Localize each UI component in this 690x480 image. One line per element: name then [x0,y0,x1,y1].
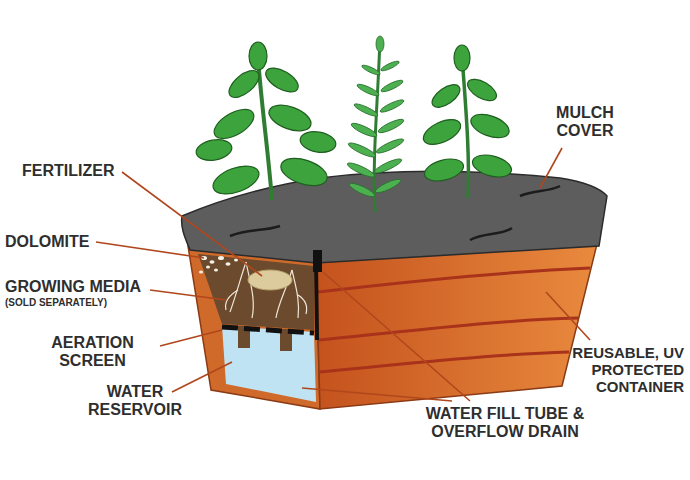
part-label: DOLOMITE [5,233,89,251]
part-label: REUSABLE, UV PROTECTED CONTAINER [566,345,684,395]
part-label: MULCH COVER [530,104,640,140]
part-label: WATER RESERVOIR [70,383,200,419]
part-label: GROWING MEDIA [5,278,141,296]
part-label: (SOLD SEPARATELY) [5,297,107,308]
part-label: AERATION SCREEN [30,334,155,370]
part-label: FERTILIZER [22,162,114,180]
part-label: WATER FILL TUBE & OVERFLOW DRAIN [410,405,600,441]
